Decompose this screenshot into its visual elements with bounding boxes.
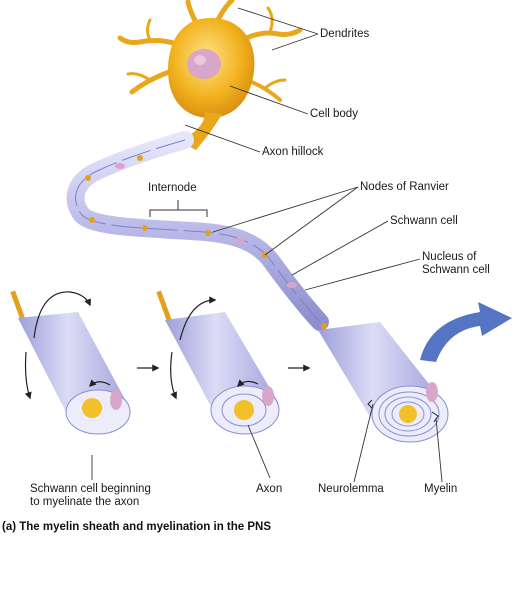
myelinated-axon — [66, 131, 329, 331]
label-axon-hillock: Axon hillock — [262, 146, 324, 158]
node-of-ranvier — [205, 230, 211, 236]
label-nucleus-line2: Schwann cell — [422, 264, 490, 276]
leader-lines — [91, 7, 443, 483]
cell-body — [168, 18, 255, 150]
label-schwann-cell: Schwann cell — [390, 215, 458, 227]
label-myelin: Myelin — [424, 483, 458, 495]
label-dendrites: Dendrites — [320, 28, 370, 40]
schwann-stage-1 — [10, 290, 131, 435]
figure-caption: (a) The myelin sheath and myelination in… — [2, 521, 272, 533]
label-schwann-beginning-line2: to myelinate the axon — [30, 496, 140, 508]
magnify-arrow — [420, 302, 512, 362]
label-axon: Axon — [256, 483, 283, 495]
internode-bracket — [149, 209, 208, 217]
schwann-stage-2 — [156, 290, 280, 435]
label-schwann-beginning-line1: Schwann cell beginning — [30, 483, 151, 495]
label-nodes-of-ranvier: Nodes of Ranvier — [360, 181, 449, 193]
label-internode: Internode — [148, 182, 197, 194]
cell-nucleus — [187, 49, 221, 79]
label-cell-body: Cell body — [310, 108, 358, 120]
schwann-stage-3 — [318, 322, 449, 443]
label-nucleus-line1: Nucleus of — [422, 251, 477, 263]
label-neurolemma: Neurolemma — [318, 483, 384, 495]
